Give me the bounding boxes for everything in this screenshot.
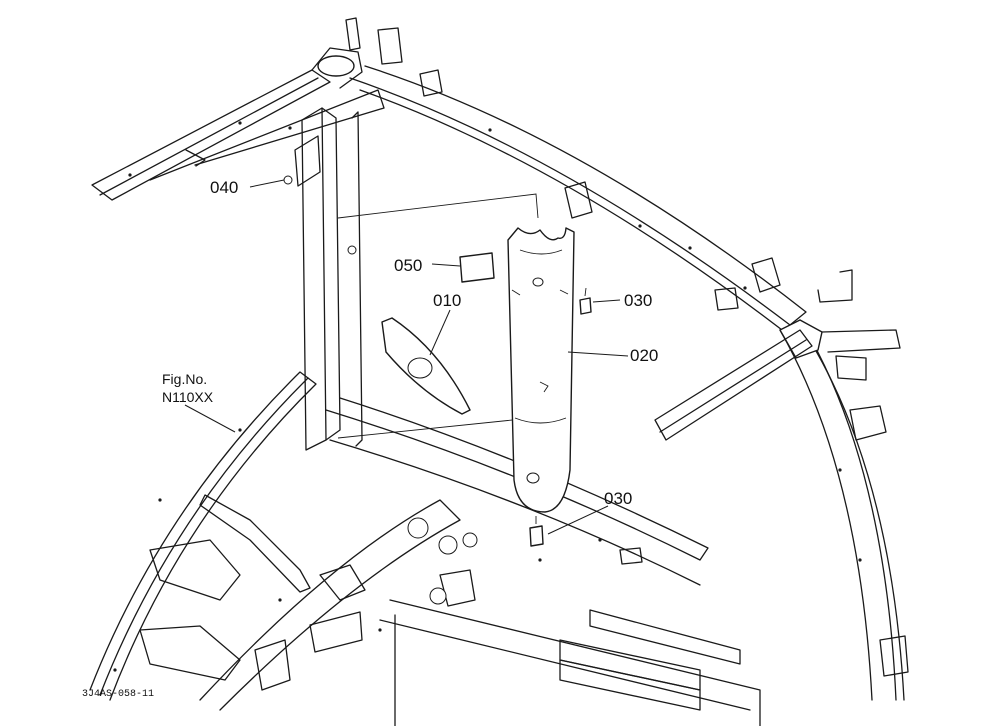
explosion-guides	[337, 193, 539, 439]
part-020-pillar-cover	[507, 227, 575, 513]
callout-040: 040	[210, 178, 238, 197]
fig-reference-number: N110XX	[162, 389, 214, 405]
leader-lines	[184, 179, 629, 535]
callout-030-upper: 030	[624, 291, 652, 310]
callout-010: 010	[433, 291, 461, 310]
callout-050: 050	[394, 256, 422, 275]
callout-020: 020	[630, 346, 658, 365]
part-030-screw-upper	[579, 287, 592, 315]
part-030-screw-lower	[529, 516, 544, 547]
cabin-frame	[89, 17, 909, 726]
drawing-code: 3J4AS-058-11	[82, 689, 154, 700]
part-010-trim	[381, 317, 471, 415]
callout-030-lower: 030	[604, 489, 632, 508]
fig-reference-label: Fig.No.	[162, 371, 207, 387]
part-050-pad	[459, 252, 495, 283]
part-040-clip	[283, 175, 293, 185]
